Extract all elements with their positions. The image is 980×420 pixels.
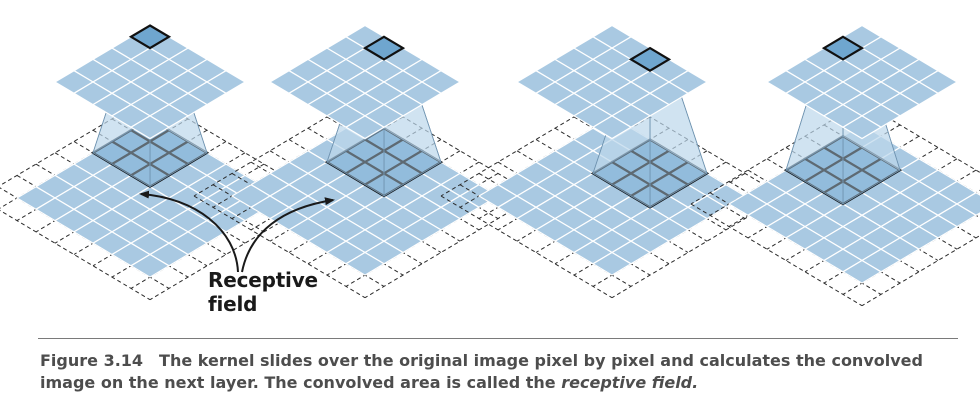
padding-line — [193, 195, 366, 299]
output-highlight-cell — [362, 35, 406, 61]
caption-emphasis: receptive field. — [561, 373, 699, 392]
caption-text: The kernel slides over the original imag… — [40, 351, 923, 392]
padding-line — [0, 209, 151, 301]
output-cell — [591, 115, 633, 140]
output-highlight-cell — [128, 24, 172, 50]
panel-4 — [690, 24, 980, 307]
padding-line — [611, 195, 784, 299]
arrow-to-panel-1 — [139, 190, 239, 273]
output-highlight-cell — [628, 46, 672, 72]
padding-line — [690, 203, 863, 307]
panels-layer — [0, 24, 980, 307]
output-feature-map — [53, 24, 247, 140]
panel-1 — [0, 24, 322, 301]
padding-line — [149, 95, 322, 199]
panel-3 — [440, 24, 784, 299]
padding-line — [861, 101, 980, 174]
padding-line — [861, 234, 980, 307]
padding-line — [149, 197, 322, 301]
arrow-to-panel-2 — [241, 197, 335, 273]
receptive-field-arrows — [139, 190, 335, 273]
input-cell — [344, 251, 386, 276]
padding-line — [364, 93, 537, 197]
output-feature-map — [765, 24, 959, 140]
input-cell — [841, 259, 883, 284]
input-cell — [591, 251, 633, 276]
output-cell — [841, 115, 883, 140]
panel-2 — [193, 24, 537, 299]
padding-line — [364, 195, 537, 299]
receptive-field-label: Receptive field — [208, 268, 318, 316]
output-highlight-cell — [821, 35, 865, 61]
padding-line — [440, 93, 613, 197]
caption-divider — [38, 338, 958, 339]
output-cell — [344, 115, 386, 140]
padding-line — [690, 101, 863, 205]
padding-line — [440, 195, 613, 299]
convolution-diagram — [0, 24, 980, 307]
output-feature-map — [268, 24, 462, 140]
output-feature-map — [515, 24, 709, 140]
receptive-field-label-line1: Receptive — [208, 268, 318, 292]
output-cell — [129, 115, 171, 140]
input-cell — [129, 253, 171, 278]
figure-label: Figure 3.14 — [40, 351, 144, 370]
padding-line — [0, 95, 151, 187]
padding-line — [193, 93, 366, 197]
receptive-field-label-line2: field — [208, 292, 258, 316]
